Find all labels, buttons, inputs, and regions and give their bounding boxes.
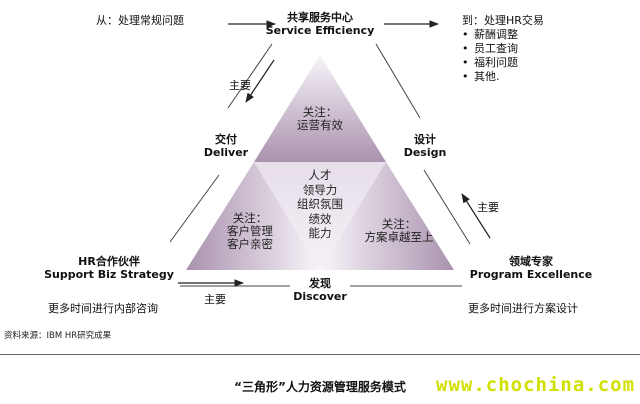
node-design-en: Design [403,145,447,159]
tri-right-text: 关注： 方案卓越至上 [348,217,450,245]
center-text: 人才 领导力 组织氛围 绩效 能力 [282,168,358,241]
line-top-right [375,43,421,119]
watermark: www.chochina.com [436,374,636,396]
triangle-right [320,162,454,270]
divider [0,354,640,355]
node-deliver: 交付 Deliver [192,133,260,159]
node-design-cn: 设计 [414,133,436,146]
node-right-en: Program Excellence [469,267,593,281]
source-note: 资料来源：IBM HR研究成果 [4,331,112,341]
tri-top-text: 关注： 运营有效 [284,105,356,133]
triangle-top [254,55,386,162]
node-left-en: Support Biz Strategy [44,267,174,281]
center-item: 人才 [308,168,332,182]
node-deliver-cn: 交付 [215,133,237,146]
tri-left-line1: 关注： [232,211,268,225]
node-right-desc: 更多时间进行方案设计 [468,302,578,315]
tri-left-text: 关注： 客户管理 客户亲密 [212,211,288,252]
node-design: 设计 Design [390,133,460,159]
to-item: 薪酬调整 [462,28,518,42]
triangle-left [186,162,320,270]
tri-top-line1: 关注： [302,105,338,119]
center-item: 组织氛围 [297,197,343,211]
from-label: 从：处理常规问题 [96,14,184,27]
node-left-cn: HR合作伙伴 [78,255,140,268]
center-item: 能力 [308,226,332,240]
line-deliver-left [169,174,220,243]
to-label: 到：处理HR交易 [462,14,544,27]
arrow-zhuyao-left [245,59,275,103]
to-item: 其他. [462,70,518,84]
node-top: 共享服务中心 Service Efficiency [262,11,378,37]
to-item: 员工查询 [462,42,518,56]
tri-right-line2: 方案卓越至上 [364,230,434,245]
zhuyao-label-bottom: 主要 [204,293,226,306]
zhuyao-label-right: 主要 [477,201,499,214]
arrow-zhuyao-right [461,193,491,239]
node-right-cn: 领域专家 [509,255,553,268]
to-item: 福利问题 [462,56,518,70]
tri-left-line3: 客户亲密 [227,237,273,252]
line-top-left [227,43,273,109]
node-left: HR合作伙伴 Support Biz Strategy [40,255,178,281]
tri-left-line2: 客户管理 [227,224,273,239]
center-item: 领导力 [302,182,338,197]
caption: “三角形”人力资源管理服务模式 [234,380,406,394]
node-top-en: Service Efficiency [265,23,375,37]
zhuyao-label-left: 主要 [229,79,251,92]
line-design-right [423,169,471,245]
tri-right-line1: 关注： [381,217,417,231]
node-discover-cn: 发现 [309,277,331,290]
node-top-cn: 共享服务中心 [287,11,353,24]
node-discover: 发现 Discover [284,277,356,303]
node-right: 领域专家 Program Excellence [466,255,596,281]
node-left-desc: 更多时间进行内部咨询 [48,302,158,315]
tri-top-line2: 运营有效 [297,118,343,133]
node-discover-en: Discover [293,289,347,303]
to-items-list: 薪酬调整 员工查询 福利问题 其他. [462,28,518,84]
triangle-center [254,162,386,270]
center-item: 绩效 [308,211,332,226]
node-deliver-en: Deliver [203,145,249,159]
